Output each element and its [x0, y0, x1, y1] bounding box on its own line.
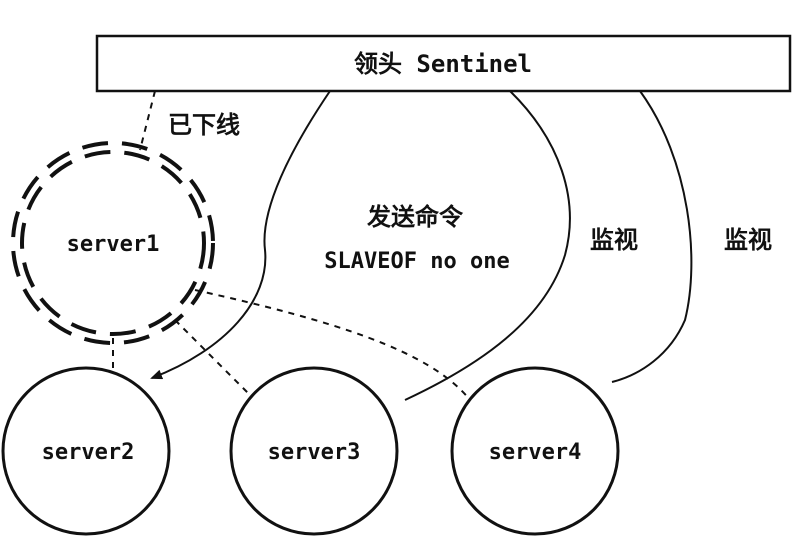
offline-label: 已下线	[168, 111, 240, 139]
server1-node: server1	[11, 141, 215, 345]
link-server1-server4	[194, 289, 471, 401]
server4-node: server4	[450, 366, 620, 536]
server1-outer-dashed-ring	[11, 141, 215, 345]
server4-label: server4	[489, 440, 582, 465]
server2-label: server2	[42, 440, 135, 465]
link-server1-server3	[174, 319, 251, 396]
server2-node: server2	[1, 366, 171, 536]
server3-node: server3	[229, 366, 399, 536]
server1-label: server1	[67, 232, 160, 257]
offline-link-line	[139, 90, 156, 151]
server1-inner-dashed-ring	[20, 150, 206, 336]
command-arrow-curve	[150, 90, 331, 380]
monitor-curve-server4	[611, 90, 693, 383]
command-title: 发送命令	[366, 203, 464, 231]
server3-label: server3	[268, 440, 361, 465]
server2-circle	[1, 366, 171, 536]
leader-sentinel-label: 领头 Sentinel	[354, 50, 532, 78]
monitor-label-2: 监视	[724, 226, 772, 254]
leader-sentinel-node: 领头 Sentinel	[95, 34, 792, 93]
server3-circle	[229, 366, 399, 536]
command-text: SLAVEOF no one	[324, 249, 509, 274]
monitor-curve-server3	[404, 90, 571, 401]
leader-sentinel-box	[95, 34, 792, 93]
server4-circle	[450, 366, 620, 536]
monitor-label-1: 监视	[590, 226, 638, 254]
